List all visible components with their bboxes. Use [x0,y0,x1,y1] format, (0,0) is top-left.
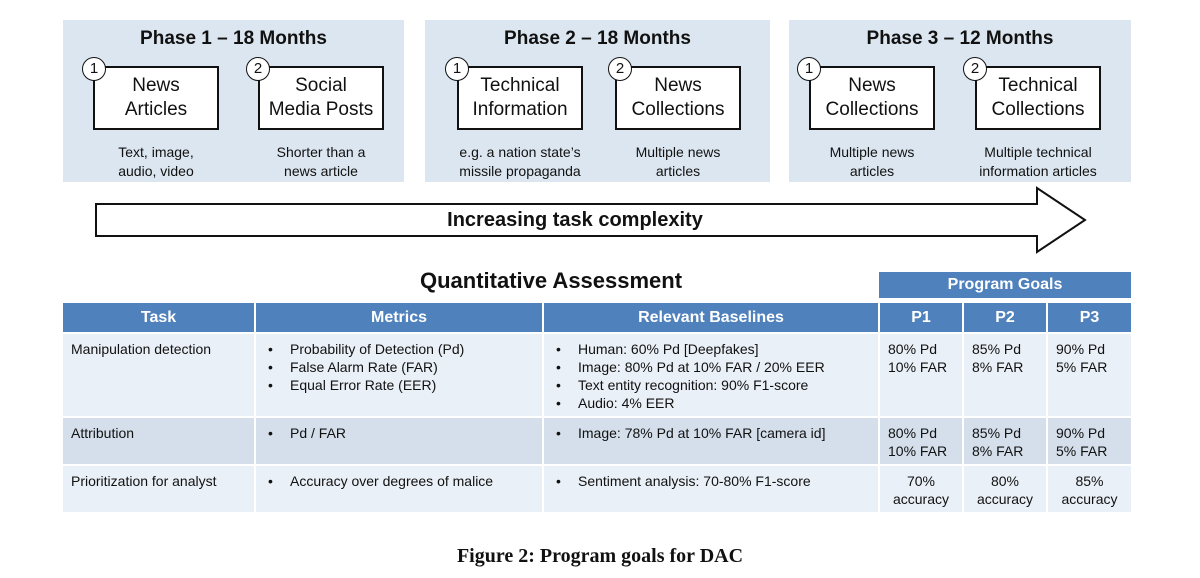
phase-1-item-2-number: 2 [246,57,270,81]
metric-item: Equal Error Rate (EER) [264,376,534,394]
baseline-item: Audio: 4% EER [552,394,870,412]
metric-item: Pd / FAR [264,424,534,442]
phase-3-title: Phase 3 – 12 Months [866,28,1054,49]
header-p3: P3 [1046,303,1131,333]
table-row: Prioritization for analyst Accuracy over… [63,464,1131,512]
goal-value: 80% [990,473,1020,489]
phase-3-item-1-box: News Collections [809,66,935,130]
goal-value: 80% Pd [888,341,938,357]
header-p1: P1 [878,303,963,333]
phase-1-item-1-desc: Text, image, audio, video [118,144,194,179]
header-baselines: Relevant Baselines [542,303,879,333]
table-row: Attribution Pd / FAR Image: 78% Pd at 10… [63,416,1131,465]
baselines-cell: Sentiment analysis: 70-80% F1-score [542,464,879,512]
goal-value: 8% FAR [972,359,1024,375]
phase-3-item-2-number: 2 [963,57,987,81]
phase-1-title: Phase 1 – 18 Months [140,28,327,49]
goal-p3-cell: 90% Pd 5% FAR [1046,416,1131,465]
task-cell: Attribution [63,416,255,465]
header-metrics: Metrics [254,303,543,333]
goal-value: 10% FAR [888,359,948,375]
program-goals-header: Program Goals [879,272,1131,298]
baseline-item: Image: 78% Pd at 10% FAR [camera id] [552,424,870,442]
goal-value: 8% FAR [972,443,1024,459]
goal-value: accuracy [976,491,1034,507]
goal-value: 80% Pd [888,425,938,441]
phase-3-panel: Phase 3 – 12 Months 1 News Collections M… [789,20,1131,182]
goal-value: 85% Pd [972,425,1022,441]
table-header-row: Task Metrics Relevant Baselines P1 P2 P3 [63,303,1131,333]
phase-2-item-2-box: News Collections [615,66,741,130]
metrics-cell: Accuracy over degrees of malice [254,464,543,512]
phase-2-item-1-number: 1 [445,57,469,81]
phase-2-item-1-desc: e.g. a nation state’s missile propaganda [459,144,581,179]
task-cell: Manipulation detection [63,332,255,417]
goal-value: 90% Pd [1056,425,1106,441]
metrics-cell: Probability of Detection (Pd) False Alar… [254,332,543,417]
goal-value: accuracy [892,491,950,507]
phase-3-item-1-desc: Multiple news articles [829,144,915,179]
goal-p3-cell: 85% accuracy [1046,464,1131,512]
phase-1-item-2-desc: Shorter than a news article [276,144,366,179]
baseline-item: Sentiment analysis: 70-80% F1-score [552,472,870,490]
figure-caption: Figure 2: Program goals for DAC [456,545,744,567]
phase-1-item-1-box: News Articles [93,66,219,130]
phase-2-item-1-box: Technical Information [457,66,583,130]
complexity-arrow [95,186,1087,254]
goal-value: 5% FAR [1056,359,1108,375]
goal-p1-cell: 80% Pd 10% FAR [878,332,963,417]
task-cell: Prioritization for analyst [63,464,255,512]
phase-2-panel: Phase 2 – 18 Months 1 Technical Informat… [425,20,770,182]
table-row: Manipulation detection Probability of De… [63,332,1131,417]
metric-item: False Alarm Rate (FAR) [264,358,534,376]
goal-p1-cell: 70% accuracy [878,464,963,512]
phase-2-item-2-number: 2 [608,57,632,81]
goal-value: 70% [906,473,936,489]
goal-value: 85% Pd [972,341,1022,357]
baselines-cell: Human: 60% Pd [Deepfakes] Image: 80% Pd … [542,332,879,417]
assessment-title: Quantitative Assessment [420,268,683,293]
goal-value: 10% FAR [888,443,948,459]
metric-item: Accuracy over degrees of malice [264,472,534,490]
phase-3-item-1-number: 1 [797,57,821,81]
phase-1-item-1-number: 1 [82,57,106,81]
goal-p3-cell: 90% Pd 5% FAR [1046,332,1131,417]
header-task: Task [63,303,255,333]
metric-item: Probability of Detection (Pd) [264,340,534,358]
complexity-arrow-shape [95,186,1087,254]
phase-1-panel: Phase 1 – 18 Months 1 News Articles Text… [63,20,404,182]
baseline-item: Text entity recognition: 90% F1-score [552,376,870,394]
goal-value: 5% FAR [1056,443,1108,459]
goal-value: 85% [1075,473,1104,489]
goal-p2-cell: 80% accuracy [962,464,1047,512]
baseline-item: Image: 80% Pd at 10% FAR / 20% EER [552,358,870,376]
phase-2-item-2-desc: Multiple news articles [635,144,721,179]
baseline-item: Human: 60% Pd [Deepfakes] [552,340,870,358]
phase-3-item-2-desc: Multiple technical information articles [979,144,1097,179]
goal-value: accuracy [1061,491,1118,507]
goal-p2-cell: 85% Pd 8% FAR [962,416,1047,465]
assessment-table: Task Metrics Relevant Baselines P1 P2 P3… [63,303,1131,512]
phase-3-item-2-box: Technical Collections [975,66,1101,130]
goal-value: 90% Pd [1056,341,1106,357]
metrics-cell: Pd / FAR [254,416,543,465]
goal-p2-cell: 85% Pd 8% FAR [962,332,1047,417]
phase-2-title: Phase 2 – 18 Months [504,28,691,49]
complexity-arrow-label: Increasing task complexity [447,209,703,231]
goal-p1-cell: 80% Pd 10% FAR [878,416,963,465]
header-p2: P2 [962,303,1047,333]
baselines-cell: Image: 78% Pd at 10% FAR [camera id] [542,416,879,465]
phase-1-item-2-box: Social Media Posts [258,66,384,130]
